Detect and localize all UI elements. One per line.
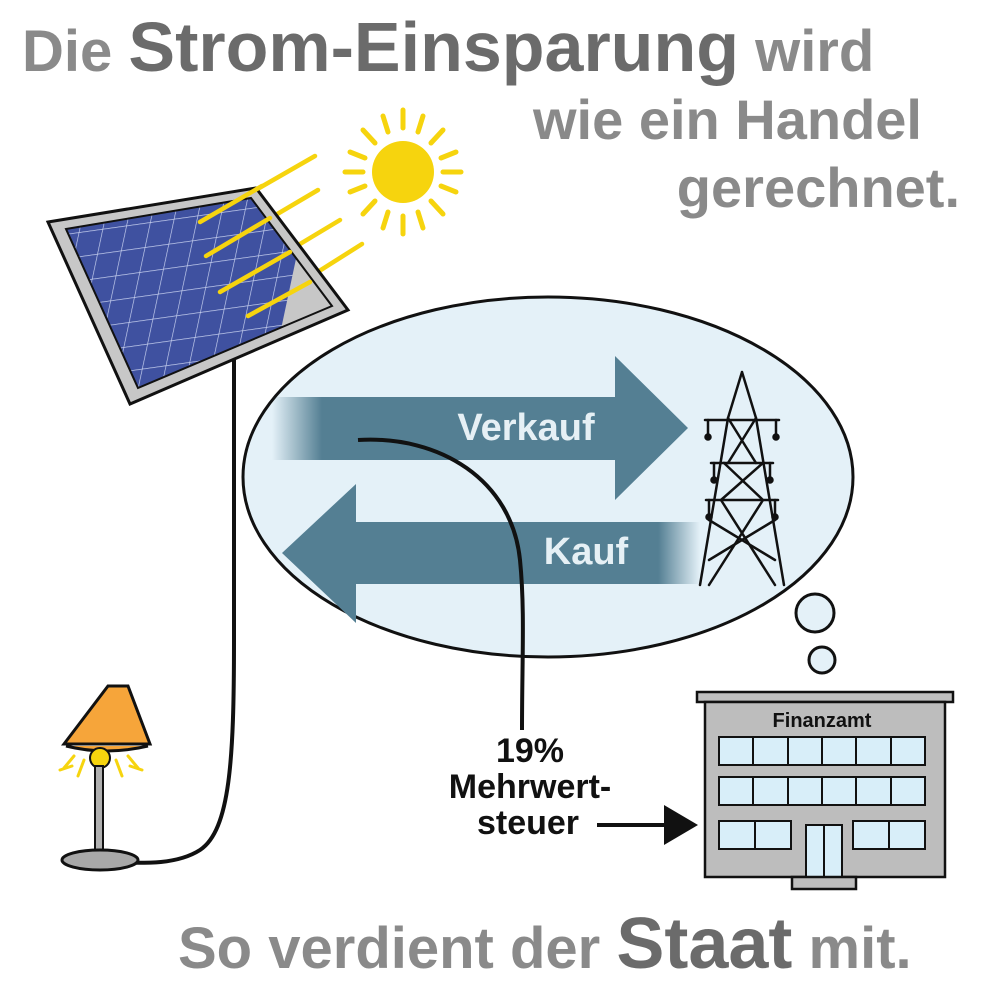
finanzamt-building: Finanzamt bbox=[695, 690, 955, 891]
vat-percent: 19% bbox=[496, 732, 564, 770]
tax-arrow bbox=[597, 805, 698, 845]
solar-panel bbox=[45, 186, 351, 406]
vat-line-2: steuer bbox=[477, 804, 579, 842]
sun-icon bbox=[342, 107, 464, 237]
sell-arrow: Verkauf bbox=[272, 356, 688, 500]
power-pylon-icon bbox=[698, 370, 786, 587]
thought-bubble bbox=[241, 295, 855, 675]
sell-label: Verkauf bbox=[457, 407, 595, 449]
buy-arrow: Kauf bbox=[282, 484, 700, 623]
title-line-2: wie ein Handel bbox=[533, 88, 922, 151]
panel-pole bbox=[99, 352, 236, 865]
title-line-1: Die Strom-Einsparung wird bbox=[22, 8, 875, 86]
title-line-3: gerechnet. bbox=[676, 156, 960, 219]
buy-label: Kauf bbox=[544, 531, 629, 573]
vat-label: 19% Mehrwert- steuer bbox=[449, 732, 611, 842]
vat-line-1: Mehrwert- bbox=[449, 768, 611, 806]
lamp-icon bbox=[58, 684, 153, 872]
footer-caption: So verdient der Staat mit. bbox=[178, 904, 912, 984]
building-sign: Finanzamt bbox=[773, 710, 872, 732]
tax-cable bbox=[357, 437, 525, 731]
